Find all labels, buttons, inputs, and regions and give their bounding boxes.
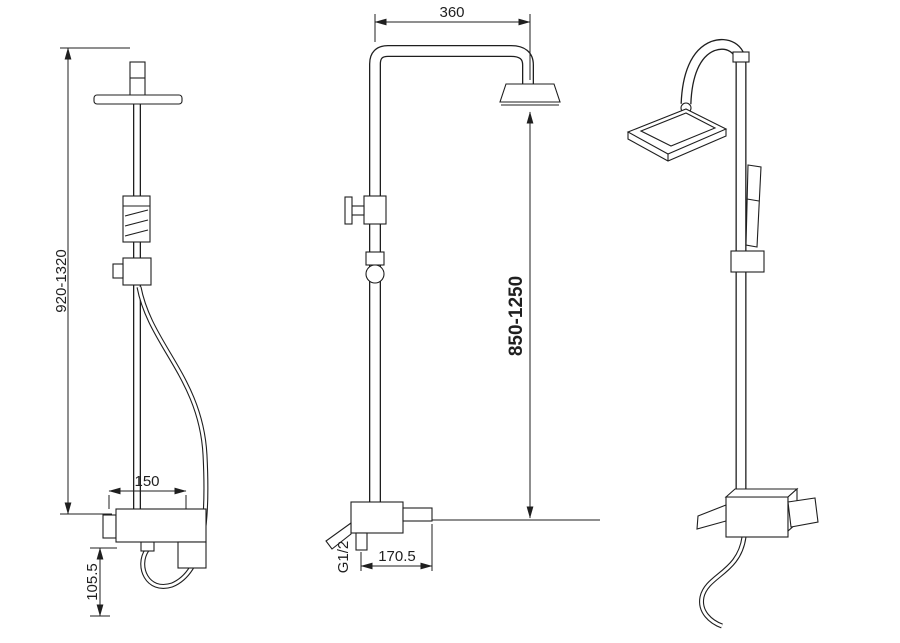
riser-cap	[732, 51, 750, 63]
diverter-handle	[344, 196, 353, 225]
side-view-dimensions: 920-1320 150 105.5	[53, 47, 187, 617]
dimension-arm-reach-label: 360	[439, 4, 464, 21]
hose-nipple-side	[140, 541, 155, 552]
spout-3d	[696, 504, 727, 530]
dimension-bracket-width-label: 150	[134, 473, 159, 490]
hose-nipple-front	[355, 532, 368, 551]
shower-hose-3d	[699, 536, 747, 629]
mixer-body-3d	[725, 496, 789, 538]
mixer-body-front	[350, 501, 404, 534]
overhead-shower-side	[93, 94, 183, 105]
mixer-handle-3d	[787, 497, 819, 528]
diverter-stem	[350, 205, 365, 216]
dimension-spout-reach-label: 170.5	[378, 548, 416, 565]
slider-bracket-side	[122, 257, 152, 286]
hand-shower-hatch	[124, 209, 149, 217]
slider-front	[365, 264, 385, 284]
mixer-top-face-3d	[724, 488, 799, 498]
spout-front	[402, 507, 433, 522]
slider-knob-side	[112, 263, 124, 279]
top-connector	[129, 61, 146, 97]
front-view	[325, 45, 600, 551]
hand-shower-side	[122, 195, 151, 243]
dimension-riser-height-label: 850-1250	[506, 276, 527, 356]
mixer-lever-front	[325, 521, 352, 550]
diverter-valve	[363, 195, 387, 225]
dimension-thread-label: G1/2	[335, 541, 352, 574]
dimension-overall-height-label: 920-1320	[53, 249, 70, 312]
dimension-lower-offset-label: 105.5	[84, 563, 101, 601]
overhead-shower-inner	[639, 112, 717, 147]
mixer-body-side	[115, 508, 207, 543]
perspective-view	[626, 38, 819, 629]
mixer-handle-side	[177, 541, 207, 569]
hand-shower-3d	[745, 164, 762, 248]
wall-escutcheon	[102, 514, 117, 539]
slider-collar-front	[365, 251, 385, 266]
front-view-dimensions: 360 850-1250 G1/2 170.5	[335, 4, 534, 574]
slider-bracket-3d	[730, 250, 765, 273]
side-view	[93, 61, 209, 589]
overhead-shower-front	[499, 83, 561, 103]
